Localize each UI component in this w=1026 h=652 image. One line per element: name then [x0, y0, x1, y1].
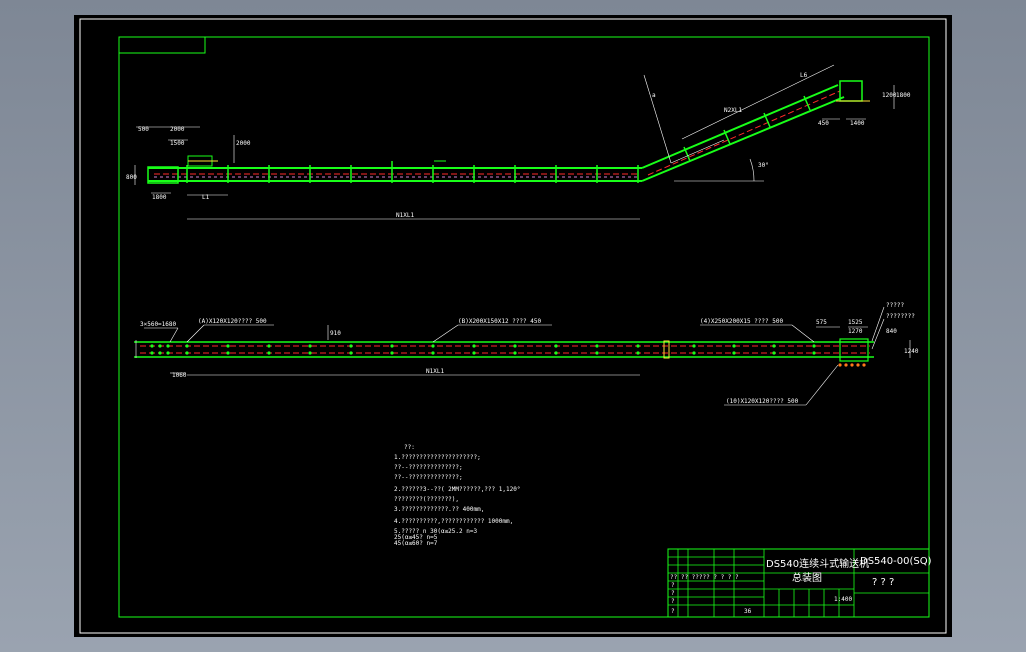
- title-row-header: ?? ?? ????? ? ? ? ?: [670, 574, 739, 581]
- corner-tag-box: [118, 36, 206, 54]
- dim-450: 450: [818, 120, 829, 127]
- title-company: ? ? ?: [872, 577, 894, 588]
- dim-910: 910: [330, 330, 341, 337]
- dim-n1xl1-plan: N1XL1: [426, 368, 444, 375]
- dim-500: 500: [138, 126, 149, 133]
- dim-n1xl1: N1XL1: [396, 212, 414, 219]
- label-a: a: [652, 92, 656, 99]
- dim-1270: 1270: [848, 328, 863, 335]
- plan-view: 3×560=1680 (A)X120X120???? 500 (B)X200X1…: [134, 302, 919, 406]
- title-name-line1: DS540连续斗式输送机: [766, 557, 869, 570]
- label-a-member: (A)X120X120???? 500: [198, 318, 267, 325]
- dim-1200: 1200: [882, 92, 897, 99]
- note-line-3: ??--??????????????;: [394, 474, 463, 481]
- title-block: DS540连续斗式输送机 总装图 DS540-00(SQ) ? ? ? 1:40…: [667, 548, 932, 618]
- cad-drawing: 500 2000 1500 2000 800 1800 L1 N1XL1 N2X…: [79, 18, 947, 634]
- title-sheet: 36: [744, 608, 752, 615]
- note-line-6: 3.?????????????.?? 400mm,: [394, 506, 484, 513]
- label-unknown-2: ????????: [886, 313, 915, 320]
- note-line-7: 4.??????????,???????????? 1000mm,: [394, 518, 513, 525]
- dim-1400: 1400: [850, 120, 865, 127]
- dim-2000-vertical: 2000: [236, 140, 251, 147]
- dim-575: 575: [816, 319, 827, 326]
- dim-1500: 1500: [170, 140, 185, 147]
- dim-l6: L6: [800, 72, 808, 79]
- dim-l1: L1: [202, 194, 210, 201]
- dim-1800: 1800: [152, 194, 167, 201]
- label-4-member: (4)X250X200X15 ???? 500: [700, 318, 783, 325]
- technical-notes: ??: 1.?????????????????????; ??--???????…: [394, 444, 520, 547]
- outer-border: [79, 18, 947, 634]
- dim-2000: 2000: [170, 126, 185, 133]
- dim-1800-right: 1800: [896, 92, 911, 99]
- label-b-member: (B)X200X150X12 ???? 450: [458, 318, 541, 325]
- title-name-line2: 总装图: [792, 571, 822, 584]
- note-line-9: 25(α≤45? n=5: [394, 534, 438, 541]
- note-line-10: 45(α≤60? n=7: [394, 540, 438, 547]
- label-3x560: 3×560=1680: [140, 321, 177, 328]
- note-line-4: 2.??????3--??( 2MM??????,??? 1,120°: [394, 486, 520, 493]
- title-row-3: ?: [671, 598, 675, 605]
- label-unknown-1: ?????: [886, 302, 904, 309]
- note-line-5: ????????(???????),: [394, 496, 459, 503]
- dim-800-left: 800: [126, 174, 137, 181]
- elevation-view: 500 2000 1500 2000 800 1800 L1 N1XL1 N2X…: [126, 64, 911, 220]
- dim-1525: 1525: [848, 319, 863, 326]
- dim-n2xl1: N2XL1: [724, 107, 742, 114]
- dim-840: 840: [886, 328, 897, 335]
- dim-1240: 1240: [904, 348, 919, 355]
- title-row-1: ?: [671, 582, 675, 589]
- inner-frame: [118, 36, 930, 618]
- dim-angle: 30°: [758, 162, 769, 169]
- dim-1060: 1060: [172, 372, 187, 379]
- note-line-1: 1.?????????????????????;: [394, 454, 481, 461]
- title-drawing-number: DS540-00(SQ): [860, 556, 932, 567]
- label-10-member: (10)X120X120???? 500: [726, 398, 799, 405]
- title-scale: 1:400: [834, 596, 852, 603]
- drawing-sheet: 500 2000 1500 2000 800 1800 L1 N1XL1 N2X…: [74, 15, 952, 637]
- note-line-2: ??--??????????????;: [394, 464, 463, 471]
- title-row-4: ?: [671, 608, 675, 615]
- note-line-0: ??:: [404, 444, 415, 451]
- title-row-2: ?: [671, 590, 675, 597]
- note-line-8: 5.????? n 30(α≤25.2 n=3: [394, 528, 477, 535]
